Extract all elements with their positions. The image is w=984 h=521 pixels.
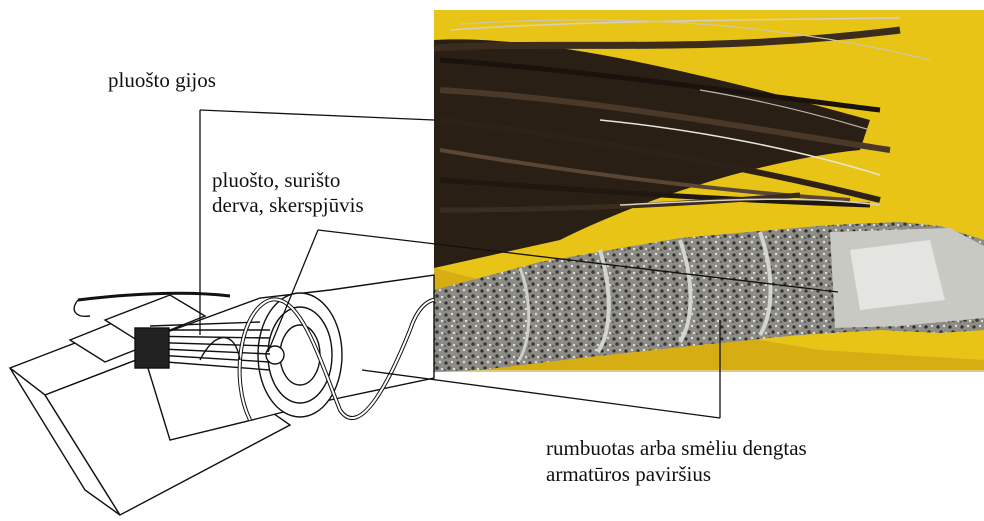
label-fiber-strands: pluošto gijos bbox=[108, 68, 216, 93]
rebar-photo bbox=[434, 10, 984, 372]
rebar-schematic bbox=[10, 275, 434, 515]
leader-fiber-photo bbox=[200, 110, 434, 120]
leader-surface-drawing bbox=[362, 370, 720, 418]
core-ring bbox=[280, 325, 320, 385]
fiber-ends bbox=[135, 328, 169, 368]
label-surface-line2: armatūros paviršius bbox=[546, 462, 711, 487]
label-cross-section-line2: derva, skerspjūvis bbox=[212, 193, 364, 218]
label-cross-section-line1: pluošto, surišto bbox=[212, 168, 340, 193]
label-surface-line1: rumbuotas arba smėliu dengtas bbox=[546, 436, 807, 461]
